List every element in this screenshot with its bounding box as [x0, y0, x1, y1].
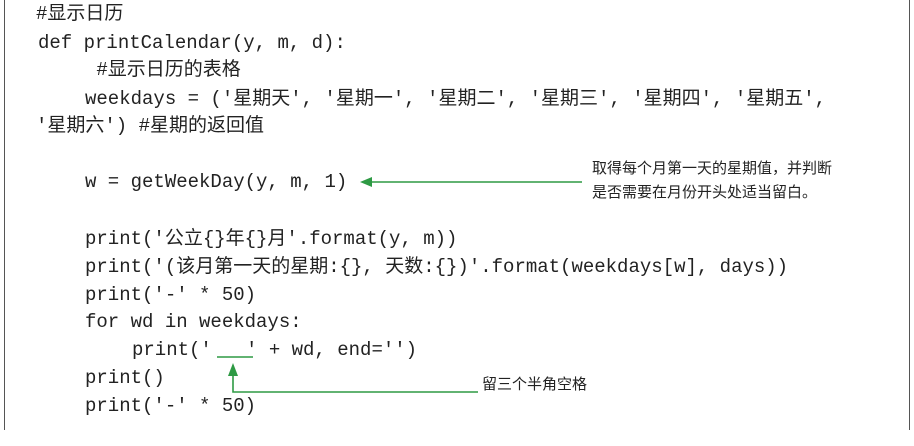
code-line-def: def printCalendar(y, m, d):: [38, 32, 346, 54]
arrow-getweekday: [360, 177, 582, 187]
code-box-frame: [4, 0, 910, 430]
code-line-getweekday: w = getWeekDay(y, m, 1): [85, 171, 348, 193]
code-line-comment: #显示日历: [36, 3, 124, 25]
arrow-spaces: [228, 363, 478, 393]
annotation-getweekday-line2: 是否需要在月份开头处适当留白。: [592, 183, 818, 201]
code-line-print-info: print('(该月第一天的星期:{}, 天数:{})'.format(week…: [85, 256, 789, 278]
code-line-print-dash-2: print('-' * 50): [85, 395, 257, 417]
annotation-getweekday-line1: 取得每个月第一天的星期值，并判断: [592, 159, 833, 177]
code-line-print-year: print('公立{}年{}月'.format(y, m)): [85, 228, 458, 250]
code-line-comment-table: #显示日历的表格: [85, 59, 241, 81]
code-line-weekdays-cont: '星期六') #星期的返回值: [36, 115, 265, 137]
code-line-for: for wd in weekdays:: [85, 311, 302, 333]
code-line-print-empty: print(): [85, 367, 165, 389]
code-line-print-dash: print('-' * 50): [85, 284, 257, 306]
code-line-weekdays: weekdays = ('星期天', '星期一', '星期二', '星期三', …: [85, 88, 827, 110]
code-line-print-wd: print(' ' + wd, end=''): [132, 339, 418, 361]
annotation-spaces: 留三个半角空格: [482, 375, 588, 393]
